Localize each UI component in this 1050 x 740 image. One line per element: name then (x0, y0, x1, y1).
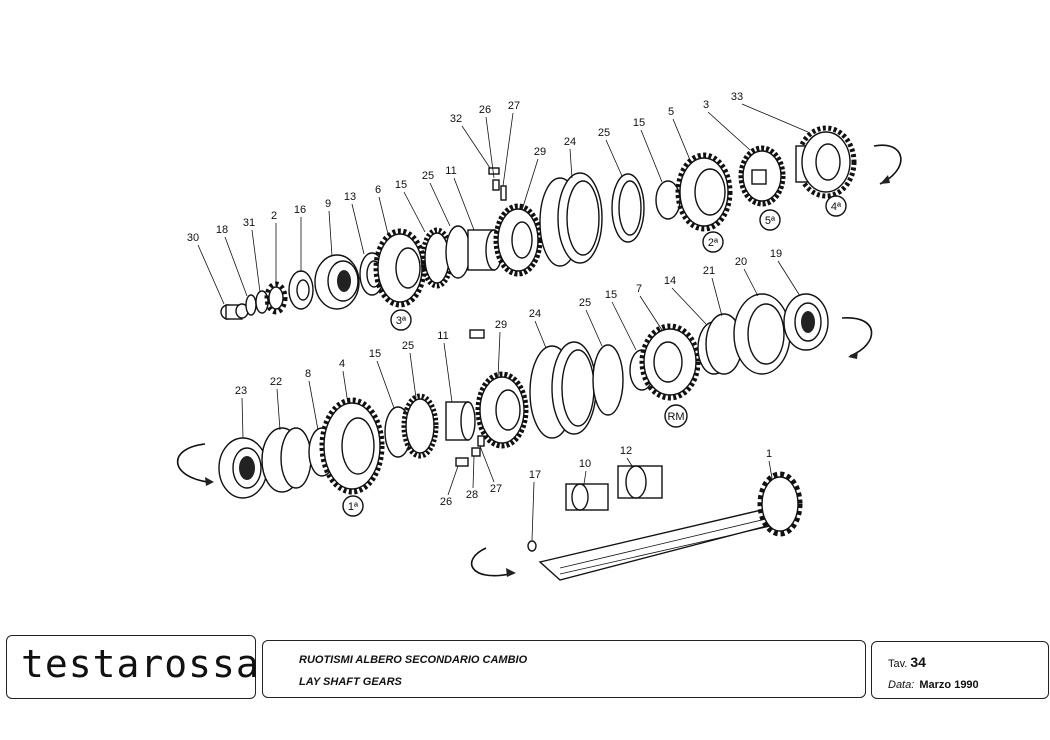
exploded-parts-diagram: 30 18 31 2 16 9 13 6 15 25 11 32 26 27 2… (176, 91, 902, 581)
callout-label: 27 (508, 100, 520, 112)
callouts-upper: 30 18 31 2 16 9 13 6 15 25 11 32 26 27 2… (187, 91, 743, 244)
callout-label: 15 (369, 348, 381, 360)
tav-label: Tav. (888, 658, 908, 670)
callout-label: 30 (187, 232, 199, 244)
callout-label: 15 (633, 117, 645, 129)
callout-label: 1 (766, 448, 772, 460)
gear-mark-5th: 5ª (765, 215, 776, 227)
callout-label: 21 (703, 265, 715, 277)
callout-label: 25 (402, 340, 414, 352)
callout-label: 15 (605, 289, 617, 301)
title-english: LAY SHAFT GEARS (299, 676, 402, 688)
callout-label: 16 (294, 204, 306, 216)
brand-logo: testarossa (21, 642, 260, 686)
callout-label: 32 (450, 113, 462, 125)
callout-label: 3 (703, 99, 709, 111)
gear-mark-4th: 4ª (831, 201, 842, 213)
callout-label: 26 (479, 104, 491, 116)
callout-label: 22 (270, 376, 282, 388)
callout-label: 11 (437, 330, 448, 342)
title-block-info: Tav.34 Data: Marzo 1990 (871, 641, 1049, 699)
callout-label: 19 (770, 248, 782, 260)
callout-label: 7 (636, 283, 642, 295)
callout-label: 24 (564, 136, 576, 148)
callout-label: 13 (344, 191, 356, 203)
callout-label: 29 (495, 319, 507, 331)
gear-mark-reverse: RM (667, 411, 684, 423)
callout-label: 5 (668, 106, 674, 118)
callout-label: 25 (598, 127, 610, 139)
gear-mark-3rd: 3ª (396, 315, 407, 327)
callout-label: 14 (664, 275, 676, 287)
callout-label: 6 (375, 184, 381, 196)
callout-label: 17 (529, 469, 541, 481)
upper-assembly (220, 125, 902, 320)
leaders-upper (197, 103, 809, 305)
gear-marks: 3ª 2ª 5ª 4ª RM 1ª (342, 195, 847, 517)
tav-number: 34 (910, 654, 926, 670)
lay-shaft (470, 465, 803, 581)
date-value: Marzo 1990 (919, 679, 979, 691)
callout-label: 24 (529, 308, 541, 320)
callouts-lower: 23 22 8 4 15 25 11 29 24 25 15 7 14 21 2… (235, 248, 782, 508)
callout-label: 27 (490, 483, 502, 495)
callout-label: 18 (216, 224, 228, 236)
title-italian: RUOTISMI ALBERO SECONDARIO CAMBIO (299, 654, 528, 666)
lower-assembly (176, 293, 873, 499)
callout-label: 29 (534, 146, 546, 158)
callout-label: 23 (235, 385, 247, 397)
leaders-lower (241, 260, 801, 541)
title-block-title: RUOTISMI ALBERO SECONDARIO CAMBIO LAY SH… (262, 640, 866, 698)
date-label: Data: (888, 679, 915, 691)
callout-label: 20 (735, 256, 747, 268)
callout-label: 15 (395, 179, 407, 191)
callout-label: 25 (579, 297, 591, 309)
callout-label: 33 (731, 91, 743, 103)
tav-row: Tav.34 (888, 654, 926, 670)
callout-label: 25 (422, 170, 434, 182)
date-row: Data: Marzo 1990 (888, 679, 979, 691)
callout-label: 8 (305, 368, 311, 380)
callout-label: 9 (325, 198, 331, 210)
callout-label: 28 (466, 489, 478, 501)
callout-label: 4 (339, 358, 345, 370)
callout-label: 26 (440, 496, 452, 508)
gear-mark-1st: 1ª (348, 501, 359, 513)
callout-label: 12 (620, 445, 632, 457)
callout-label: 10 (579, 458, 591, 470)
gear-mark-2nd: 2ª (708, 237, 719, 249)
callout-label: 2 (271, 210, 277, 222)
callout-label: 11 (445, 165, 456, 177)
title-block-logo: testarossa (6, 635, 259, 699)
callout-label: 31 (243, 217, 255, 229)
